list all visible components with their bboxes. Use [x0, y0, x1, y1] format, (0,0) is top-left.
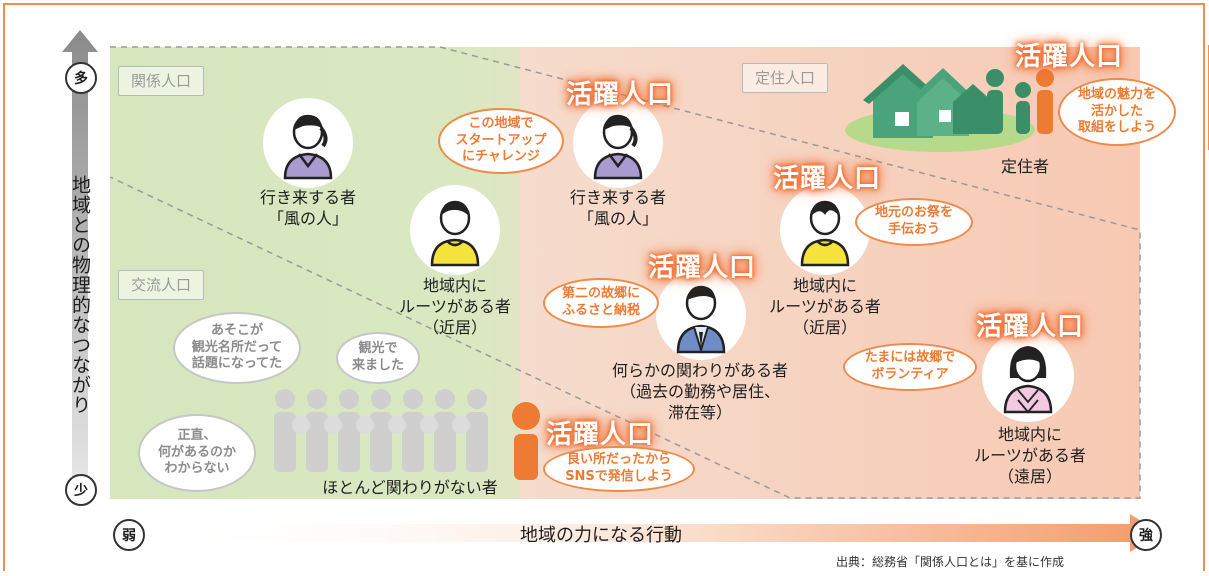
- katsuyaku-label: 活躍人口: [976, 312, 1085, 342]
- person-caption: 行き来する者 「風の人」: [569, 188, 666, 228]
- houses-residents-icon: [845, 64, 1054, 152]
- man-person-icon: [430, 200, 480, 267]
- crowd-caption: ほとんど関わりがない者: [322, 478, 498, 497]
- man-person-icon: [800, 200, 850, 267]
- source-note: 出典：総務省「関係人口とは」を基に作成: [836, 555, 1065, 569]
- person-caption: 地域内に ルーツがある者 （遠居）: [974, 425, 1086, 486]
- axis-low-badge: 少: [65, 474, 97, 506]
- axis-strong-badge: 強: [1130, 519, 1162, 551]
- figure-frame: [3, 3, 1205, 571]
- businessman-person-icon: [676, 285, 726, 354]
- katsuyaku-label: 活躍人口: [1015, 42, 1124, 72]
- zone-label-koryu: 交流人口: [118, 270, 205, 300]
- speech-bubble: この地域で スタートアップ にチャレンジ: [438, 108, 564, 174]
- vertical-axis-arrow: [62, 30, 98, 485]
- axis-weak-badge: 弱: [113, 519, 145, 551]
- woman-person-icon: [593, 114, 643, 180]
- teijusha-caption: 定住者: [1000, 157, 1049, 176]
- person-caption: 地域内に ルーツがある者 （近居）: [769, 276, 881, 337]
- horizontal-axis-label: 地域の力になる行動: [520, 525, 682, 546]
- zone-label-kankei: 関係人口: [118, 66, 205, 96]
- person-caption: 何らかの関わりがある者 （過去の勤務や居住、 滞在等）: [611, 361, 788, 422]
- katsuyaku-label: 活躍人口: [566, 80, 675, 110]
- speech-bubble: 良い所だったから SNSで発信しよう: [543, 446, 695, 492]
- horizontal-axis-arrow: [170, 514, 1160, 552]
- woman-person-icon: [283, 114, 333, 180]
- speech-bubble: 観光で 来ました: [336, 332, 420, 384]
- speech-bubble: 地元のお祭を 手伝おう: [855, 198, 973, 246]
- speech-bubble: たまには故郷で ボランティア: [843, 343, 977, 391]
- katsuyaku-label: 活躍人口: [648, 253, 757, 283]
- speech-bubble: 地域の魅力を 活かした 取組をしよう: [1058, 78, 1176, 146]
- crowd-icon: [274, 389, 488, 472]
- speech-bubble: あそこが 観光名所だって 話題になってた: [173, 312, 301, 384]
- person-caption: 行き来する者 「風の人」: [259, 188, 356, 228]
- vertical-axis-label: 地域との物理的なつながり: [69, 175, 91, 415]
- katsuyaku-label: 活躍人口: [773, 164, 882, 194]
- katsuyaku-label: 活躍人口: [546, 420, 655, 450]
- person-caption: 地域内に ルーツがある者 （近居）: [399, 276, 511, 337]
- active-person-icon: [512, 402, 540, 480]
- woman-person-icon: [1003, 346, 1053, 414]
- speech-bubble: 正直、 何があるのか わからない: [138, 414, 256, 492]
- speech-bubble: 第二の故郷に ふるさと納税: [543, 278, 659, 328]
- zone-label-teiju: 定住人口: [742, 63, 829, 93]
- axis-high-badge: 多: [65, 62, 97, 94]
